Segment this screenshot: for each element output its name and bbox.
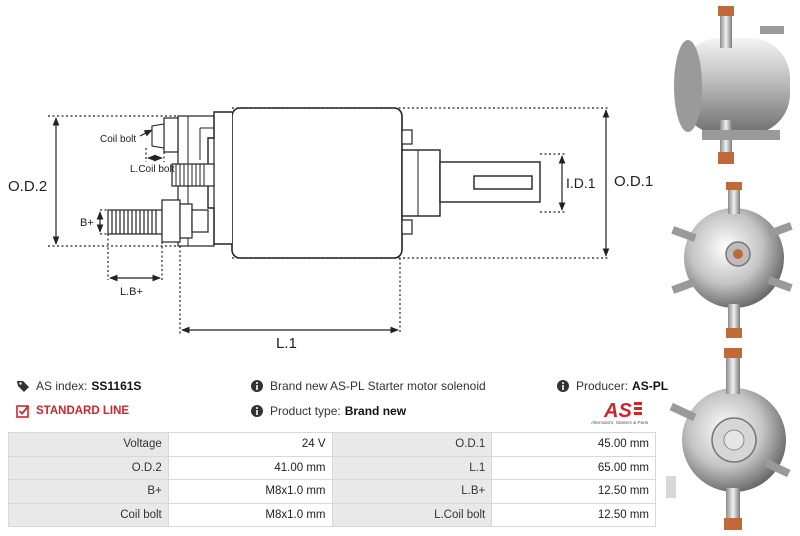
product-type-value: Brand new <box>344 404 407 418</box>
technical-drawing: O.D.2 O.D.1 I.D.1 L.1 B+ L.B+ Coil bolt … <box>8 107 653 352</box>
spec-value: 24 V <box>167 432 333 457</box>
description-text: Brand new AS-PL Starter motor solenoid <box>270 379 486 393</box>
producer: Producer: AS-PL <box>556 379 668 393</box>
bplus-bolt <box>107 199 209 243</box>
coil-nut <box>171 163 215 187</box>
info-icon <box>251 405 263 417</box>
solenoid-photo-front <box>671 182 793 338</box>
info-icon <box>557 380 569 392</box>
spec-table: Voltage 24 V O.D.1 45.00 mm O.D.2 41.00 … <box>8 432 656 527</box>
solenoid-photo-side <box>674 6 790 164</box>
lbplus-label: L.B+ <box>120 286 143 298</box>
as-index-value: SS1161S <box>91 379 142 393</box>
spec-key: Voltage <box>8 432 169 457</box>
plunger-housing <box>401 149 441 217</box>
table-row: Coil bolt M8x1.0 mm L.Coil bolt 12.50 mm <box>8 502 656 527</box>
check-icon <box>16 405 30 418</box>
spec-value: 41.00 mm <box>167 455 333 480</box>
spec-key: L.1 <box>331 455 493 480</box>
spec-value: 65.00 mm <box>491 455 656 480</box>
coil-bolt-terminal <box>151 117 179 153</box>
spec-key: Coil bolt <box>8 502 169 527</box>
standard-line: STANDARD LINE <box>16 404 129 418</box>
standard-line-text: STANDARD LINE <box>36 405 130 417</box>
spec-key: O.D.1 <box>331 432 493 457</box>
table-row: Voltage 24 V O.D.1 45.00 mm <box>8 432 656 457</box>
producer-value: AS-PL <box>632 379 669 393</box>
mount-stud-bottom <box>401 219 413 235</box>
spec-value: M8x1.0 mm <box>167 502 333 527</box>
as-index-label: AS index: <box>36 379 88 393</box>
spec-value: 12.50 mm <box>491 479 656 504</box>
l1-label: L.1 <box>276 335 297 352</box>
spec-key: O.D.2 <box>8 455 169 480</box>
coilbolt-label: Coil bolt <box>100 134 136 145</box>
od1-label: O.D.1 <box>614 173 653 190</box>
tag-icon <box>17 381 29 392</box>
spec-value: M8x1.0 mm <box>167 479 333 504</box>
producer-label: Producer: <box>576 379 629 393</box>
product-type: Product type: Brand new <box>250 404 406 418</box>
as-index: AS index: SS1161S <box>16 379 141 393</box>
coilbolt-leader <box>139 129 153 137</box>
as-pl-logo: AS Alternators, Starters & Parts <box>591 400 649 425</box>
spec-key: L.B+ <box>331 479 493 504</box>
logo-text: AS <box>603 400 632 422</box>
spec-value: 12.50 mm <box>491 502 656 527</box>
lcoilbolt-label: L.Coil bolt <box>130 164 175 175</box>
spec-key: L.Coil bolt <box>331 502 493 527</box>
id1-label: I.D.1 <box>566 175 596 191</box>
plunger-slot <box>473 175 533 190</box>
solenoid-body <box>231 107 403 259</box>
spec-value: 45.00 mm <box>491 432 656 457</box>
od2-label: O.D.2 <box>8 178 47 195</box>
logo-tagline: Alternators, Starters & Parts <box>591 420 649 425</box>
mount-stud-top <box>401 129 413 145</box>
info-icon <box>251 380 263 392</box>
solenoid-photo-back <box>666 348 791 530</box>
description: Brand new AS-PL Starter motor solenoid <box>250 379 486 393</box>
table-row: O.D.2 41.00 mm L.1 65.00 mm <box>8 455 656 480</box>
spec-key: B+ <box>8 479 169 504</box>
bplus-label: B+ <box>80 217 94 229</box>
product-type-label: Product type: <box>270 404 341 418</box>
table-row: B+ M8x1.0 mm L.B+ 12.50 mm <box>8 479 656 504</box>
